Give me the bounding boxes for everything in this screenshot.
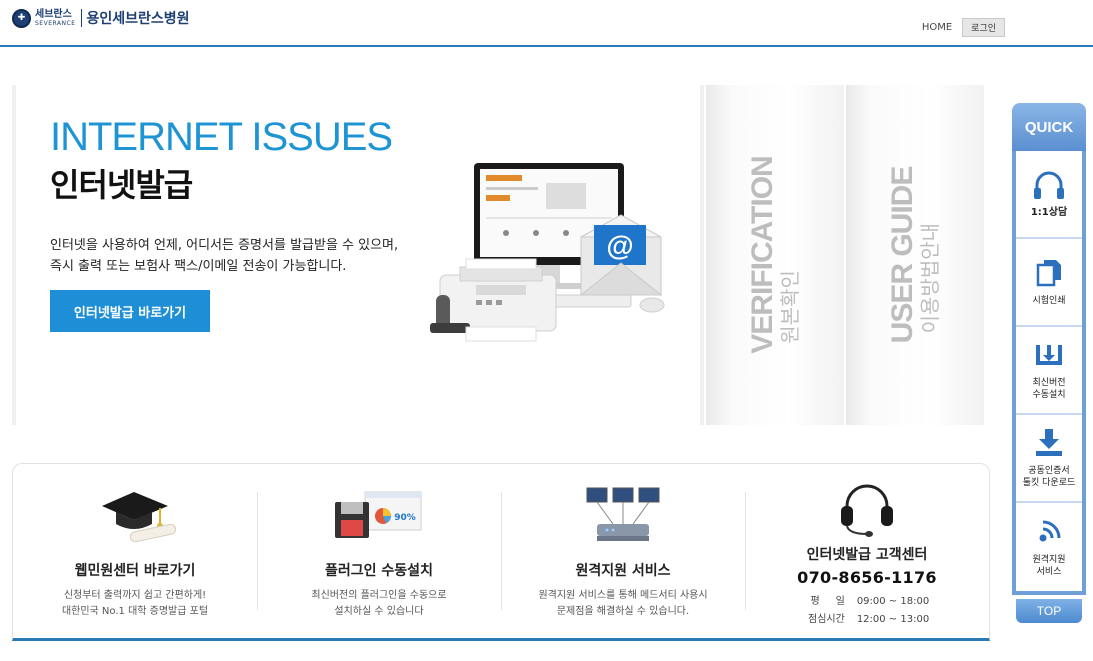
support-hours-lunch: 점심시간 12:00 ~ 13:00 (805, 611, 929, 629)
quick-menu-body: 1:1상담 시험인쇄 최신버전 수동설치 공동인증서 툴킷 다운로드 원격지원 … (1012, 151, 1086, 595)
tab-verification-label-kr: 원본확인 (778, 270, 802, 344)
service-title: 플러그인 수동설치 (325, 563, 433, 579)
header: ✚ 세브란스 SEVERANCE 용인세브란스병원 HOME 로그인 (0, 0, 1093, 47)
headset-icon (817, 474, 917, 542)
logo-kr: 세브란스 (35, 8, 72, 20)
service-desc: 최신버전의 플러그인을 수동으로 설치하실 수 있습니다 (311, 590, 447, 617)
tab-verification-text: VERIFICATION 원본확인 (746, 156, 802, 354)
login-button[interactable]: 로그인 (962, 18, 1005, 37)
hero-panel: INTERNET ISSUES 인터넷발급 인터넷을 사용하여 언제, 어디서든… (12, 85, 704, 425)
hours-label: 점심시간 (808, 614, 845, 625)
quick-item-label: 1:1상담 (1030, 207, 1068, 218)
top-button[interactable]: TOP (1016, 599, 1082, 623)
tab-verification-label-en: VERIFICATION (746, 156, 779, 354)
quick-item-manual-install[interactable]: 최신버전 수동설치 (1016, 327, 1082, 415)
hero-title-en: INTERNET ISSUES (50, 115, 393, 159)
tab-user-guide-text: USER GUIDE 이용방법안내 (886, 166, 942, 344)
quick-item-label: 최신버전 수동설치 (1032, 378, 1066, 400)
quick-item-label: 시험인쇄 (1032, 296, 1066, 306)
hero-description: 인터넷을 사용하여 언제, 어디서든 증명서를 발급받을 수 있으며, 즉시 출… (50, 238, 399, 274)
logo-en: SEVERANCE (35, 19, 76, 27)
service-desc: 신청부터 출력까지 쉽고 간편하게! 대한민국 No.1 대학 증명발급 포털 (61, 590, 209, 617)
severance-emblem-icon: ✚ (12, 8, 31, 28)
download-icon (1032, 427, 1066, 459)
service-title: 웹민원센터 바로가기 (74, 563, 196, 579)
service-divider (745, 492, 746, 610)
services-panel: 웹민원센터 바로가기 신청부터 출력까지 쉽고 간편하게! 대한민국 No.1 … (12, 463, 990, 641)
svg-text:@: @ (606, 230, 633, 261)
quick-item-remote-support[interactable]: 원격지원 서비스 (1016, 503, 1082, 591)
headphones-icon (1032, 169, 1066, 201)
service-divider (257, 492, 258, 610)
internet-issue-button[interactable]: 인터넷발급 바로가기 (50, 290, 210, 332)
home-link[interactable]: HOME (921, 22, 953, 33)
graduation-cap-icon (85, 482, 185, 550)
tab-user-guide-label-kr: 이용방법안내 (918, 222, 942, 334)
install-icon (1032, 339, 1066, 371)
support-phone: 070-8656-1176 (797, 568, 937, 587)
logo-divider (80, 9, 82, 27)
hours-value: 09:00 ~ 18:00 (856, 596, 930, 607)
hero-title-kr: 인터넷발급 (50, 166, 193, 204)
quick-menu-title: QUICK (1012, 103, 1086, 151)
hospital-name: 용인세브란스병원 (86, 11, 190, 27)
support-hours-weekday: 평 일 09:00 ~ 18:00 (805, 593, 930, 611)
floppy-disk-icon: 90% (329, 482, 429, 550)
service-title: 원격지원 서비스 (575, 563, 671, 579)
tab-verification[interactable]: VERIFICATION 원본확인 (706, 85, 844, 425)
svg-text:90%: 90% (394, 513, 416, 523)
tab-user-guide[interactable]: USER GUIDE 이용방법안내 (846, 85, 984, 425)
hours-label: 평 일 (810, 596, 845, 607)
quick-menu: QUICK 1:1상담 시험인쇄 최신버전 수동설치 공동인증서 툴킷 다운로드 (1012, 103, 1086, 630)
service-webmin[interactable]: 웹민원센터 바로가기 신청부터 출력까지 쉽고 간편하게! 대한민국 No.1 … (13, 464, 257, 639)
support-center-title: 인터넷발급 고객센터 (806, 547, 928, 563)
quick-item-consult[interactable]: 1:1상담 (1016, 151, 1082, 239)
service-remote-support[interactable]: 원격지원 서비스 원격지원 서비스를 통해 메드서티 사용시 문제점을 해결하실… (501, 464, 745, 639)
top-nav: HOME 로그인 (922, 18, 1005, 37)
service-divider (501, 492, 502, 610)
quick-item-label: 원격지원 서비스 (1032, 555, 1066, 577)
support-center: 인터넷발급 고객센터 070-8656-1176 평 일 09:00 ~ 18:… (745, 464, 989, 639)
severance-logo[interactable]: ✚ 세브란스 SEVERANCE 용인세브란스병원 (12, 8, 190, 28)
service-plugin-install[interactable]: 90% 플러그인 수동설치 최신버전의 플러그인을 수동으로 설치하실 수 있습… (257, 464, 501, 639)
quick-item-test-print[interactable]: 시험인쇄 (1016, 239, 1082, 327)
support-hours: 평 일 09:00 ~ 18:00 점심시간 12:00 ~ 13:00 (805, 593, 929, 629)
hours-value: 12:00 ~ 13:00 (856, 614, 930, 625)
quick-item-label: 공동인증서 툴킷 다운로드 (1022, 466, 1076, 488)
network-monitors-icon (573, 482, 673, 550)
fax-computer-illustration: @ (430, 163, 665, 342)
quick-item-toolkit-download[interactable]: 공동인증서 툴킷 다운로드 (1016, 415, 1082, 503)
remote-support-icon (1032, 516, 1066, 548)
tab-user-guide-label-en: USER GUIDE (886, 166, 919, 344)
document-copy-icon (1032, 257, 1066, 289)
service-desc: 원격지원 서비스를 통해 메드서티 사용시 문제점을 해결하실 수 있습니다. (538, 590, 708, 617)
logo-brand: 세브란스 SEVERANCE (35, 8, 76, 27)
